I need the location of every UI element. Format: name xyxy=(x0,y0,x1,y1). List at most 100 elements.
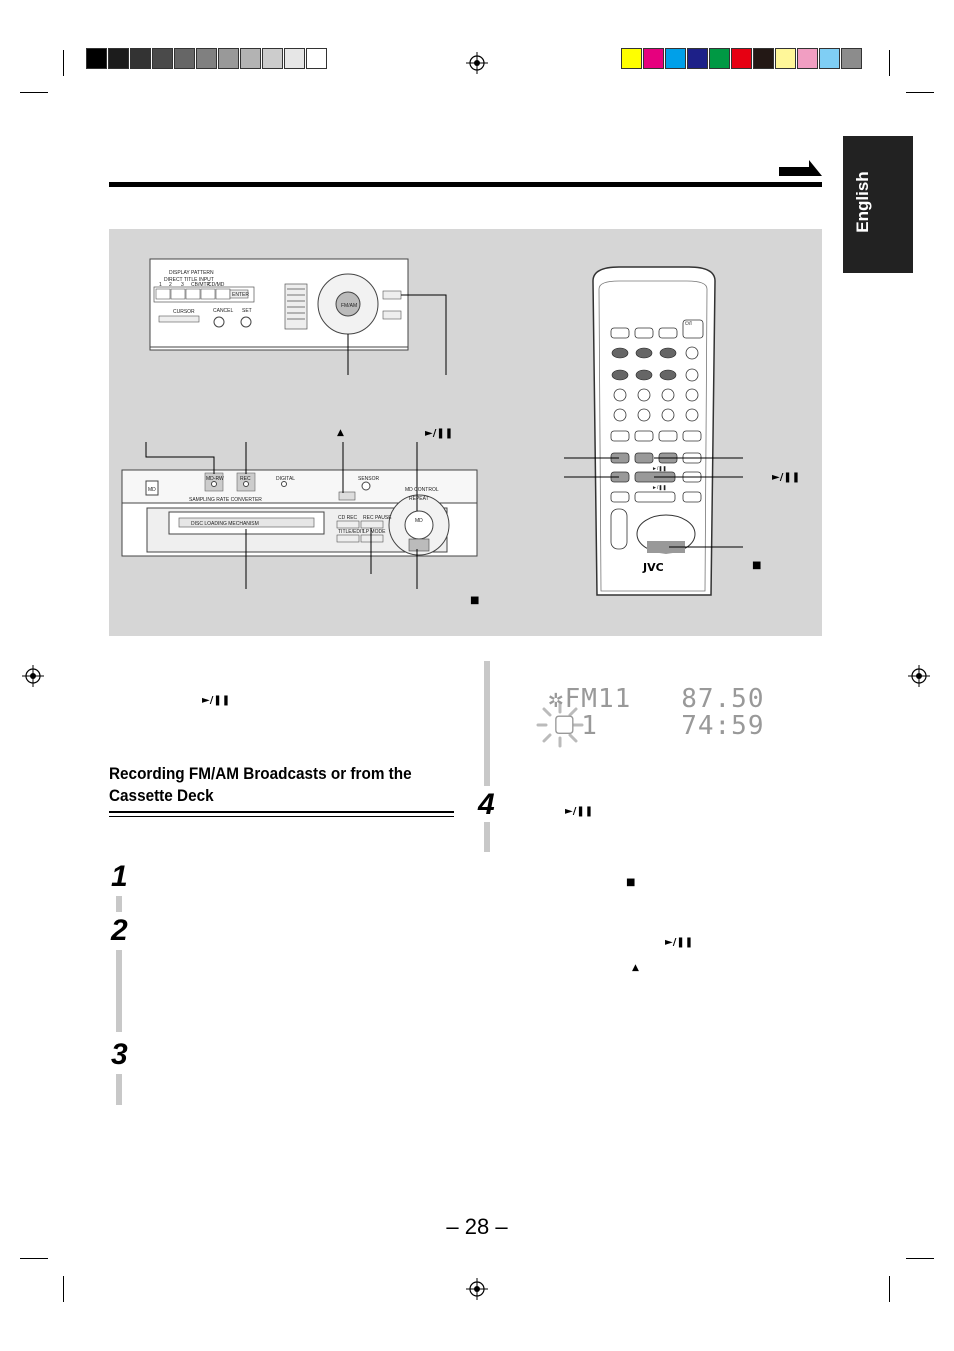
remote-stop-icon: ■ xyxy=(752,560,762,571)
step-3-number: 3 xyxy=(111,1038,128,1071)
color-swatch xyxy=(709,48,730,69)
color-swatch xyxy=(284,48,305,69)
gray-color-bar xyxy=(86,48,331,69)
lcd-step-bar xyxy=(484,661,490,786)
enter-label: ENTER xyxy=(232,292,249,298)
front-panel-illustration: FM/AM DISPLAY PATTERN DIRECT TITLE INPUT… xyxy=(121,258,743,596)
language-label: English xyxy=(853,171,872,233)
crop-mark xyxy=(906,1258,934,1259)
crop-mark xyxy=(20,92,48,93)
step-3-bar xyxy=(116,1074,122,1105)
play-symbol: ►/❚❚ xyxy=(665,937,694,948)
section-rule-thin xyxy=(109,816,454,817)
md-logo: MD xyxy=(148,487,156,493)
play-pause-icon: ►/❚❚ xyxy=(425,428,454,439)
color-swatch xyxy=(86,48,107,69)
color-bar xyxy=(621,48,866,69)
color-swatch xyxy=(643,48,664,69)
remote-play-label-1: ►/❚❚ xyxy=(652,466,667,472)
crop-mark xyxy=(20,1258,48,1259)
sensor-label: SENSOR xyxy=(358,476,380,482)
header-rule xyxy=(109,182,822,187)
color-swatch xyxy=(196,48,217,69)
step-2-bar xyxy=(116,950,122,1032)
title-edit-label: TITLE/EDIT xyxy=(338,529,364,535)
color-swatch xyxy=(130,48,151,69)
burst-icon xyxy=(536,702,584,748)
color-swatch xyxy=(108,48,129,69)
key-3: 3 xyxy=(181,282,184,288)
lp-mode-label: LP MODE xyxy=(363,529,386,535)
remote-control xyxy=(592,266,716,596)
remote-play-pause-icon: ►/❚❚ xyxy=(772,472,801,483)
color-swatch xyxy=(775,48,796,69)
md-rw-label: MD-RW xyxy=(206,476,224,482)
sampling-rate-label: SAMPLING RATE CONVERTER xyxy=(189,497,262,503)
registration-mark-icon xyxy=(466,1278,488,1300)
cursor-label: CURSOR xyxy=(173,309,195,315)
step-2-number: 2 xyxy=(111,914,128,947)
intro-play-pause-icon: ►/❚❚ xyxy=(202,695,231,706)
color-swatch xyxy=(797,48,818,69)
crop-mark xyxy=(63,1276,64,1302)
cancel-label: CANCEL xyxy=(213,308,234,314)
lcd-blink-segment: ▢ xyxy=(553,709,576,737)
language-tab xyxy=(843,136,913,273)
color-swatch xyxy=(753,48,774,69)
step-4-bar xyxy=(484,822,490,852)
color-swatch xyxy=(174,48,195,69)
color-swatch xyxy=(731,48,752,69)
section-rule xyxy=(109,811,454,813)
key-1: 1 xyxy=(159,282,162,288)
step-4-number: 4 xyxy=(478,788,495,821)
lcd-display-line-1: ✲FM11 87.50 xyxy=(548,684,765,714)
registration-mark-icon xyxy=(22,665,44,687)
rec-label: REC xyxy=(240,476,251,482)
step-1-number: 1 xyxy=(111,860,128,893)
key-cb-mtr: CB/MTR xyxy=(191,282,211,288)
lcd-display-line-2: 1 74:59 xyxy=(548,711,765,741)
registration-mark-icon xyxy=(466,52,488,74)
color-swatch xyxy=(621,48,642,69)
remote-play-label-2: ►/❚❚ xyxy=(652,485,667,491)
crop-mark xyxy=(889,1276,890,1302)
color-swatch xyxy=(687,48,708,69)
disc-loading-label: DISC LOADING MECHANISM xyxy=(191,521,259,527)
stop-icon: ■ xyxy=(470,595,480,606)
continue-arrow-icon xyxy=(779,160,822,176)
color-swatch xyxy=(152,48,173,69)
key-cd-md: CD/MD xyxy=(208,282,225,288)
cd-rec-label: CD REC xyxy=(338,515,358,521)
color-swatch xyxy=(262,48,283,69)
eject-icon: ▲ xyxy=(337,428,344,438)
repeat-label: REPEAT xyxy=(409,496,429,502)
color-swatch xyxy=(841,48,862,69)
crop-mark xyxy=(906,92,934,93)
color-swatch xyxy=(240,48,261,69)
section-title-line-1: Recording FM/AM Broadcasts or from the xyxy=(109,764,412,783)
md-play-label: MD xyxy=(415,518,423,524)
eject-symbol: ▲ xyxy=(632,963,639,973)
step-1-bar xyxy=(116,896,122,912)
fm-am-button-label: FM/AM xyxy=(341,303,357,309)
md-deck xyxy=(121,469,478,557)
color-swatch xyxy=(306,48,327,69)
md-control-label: MD CONTROL xyxy=(405,487,439,493)
color-swatch xyxy=(819,48,840,69)
key-2: 2 xyxy=(169,282,172,288)
set-label: SET xyxy=(242,308,252,314)
remote-brand-logo: JVC xyxy=(642,561,664,574)
rec-pause-label: REC PAUSE xyxy=(363,515,392,521)
crop-mark xyxy=(889,50,890,76)
step-4-play-pause-icon: ►/❚❚ xyxy=(565,806,594,817)
display-pattern-label: DISPLAY PATTERN xyxy=(169,270,214,276)
crop-mark xyxy=(63,50,64,76)
stop-symbol: ■ xyxy=(626,877,636,888)
remote-power-label: ⏻/I xyxy=(685,321,692,327)
section-title-line-2: Cassette Deck xyxy=(109,786,214,805)
front-panel xyxy=(149,258,409,351)
registration-mark-icon xyxy=(908,665,930,687)
digital-label: DIGITAL xyxy=(276,476,295,482)
color-swatch xyxy=(665,48,686,69)
page-number: – 28 – xyxy=(446,1214,508,1239)
